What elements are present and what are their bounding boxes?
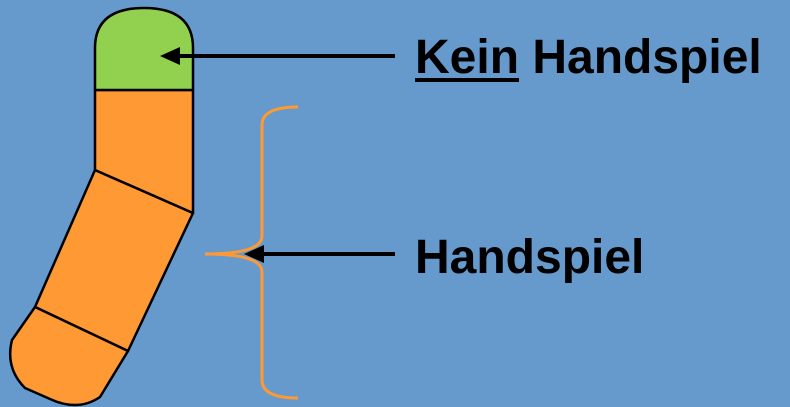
arrowhead-bottom (244, 245, 264, 263)
label-handball: Handspiel (415, 231, 645, 284)
shoulder-cap (93, 6, 195, 92)
curly-bracket (204, 105, 299, 400)
label-no-handball-emphasis: Kein (415, 31, 520, 84)
arrowhead-top (160, 47, 180, 65)
hand-segment (8, 305, 130, 407)
label-no-handball-rest: Handspiel (532, 31, 762, 84)
label-no-handball: Kein Handspiel (415, 34, 762, 82)
